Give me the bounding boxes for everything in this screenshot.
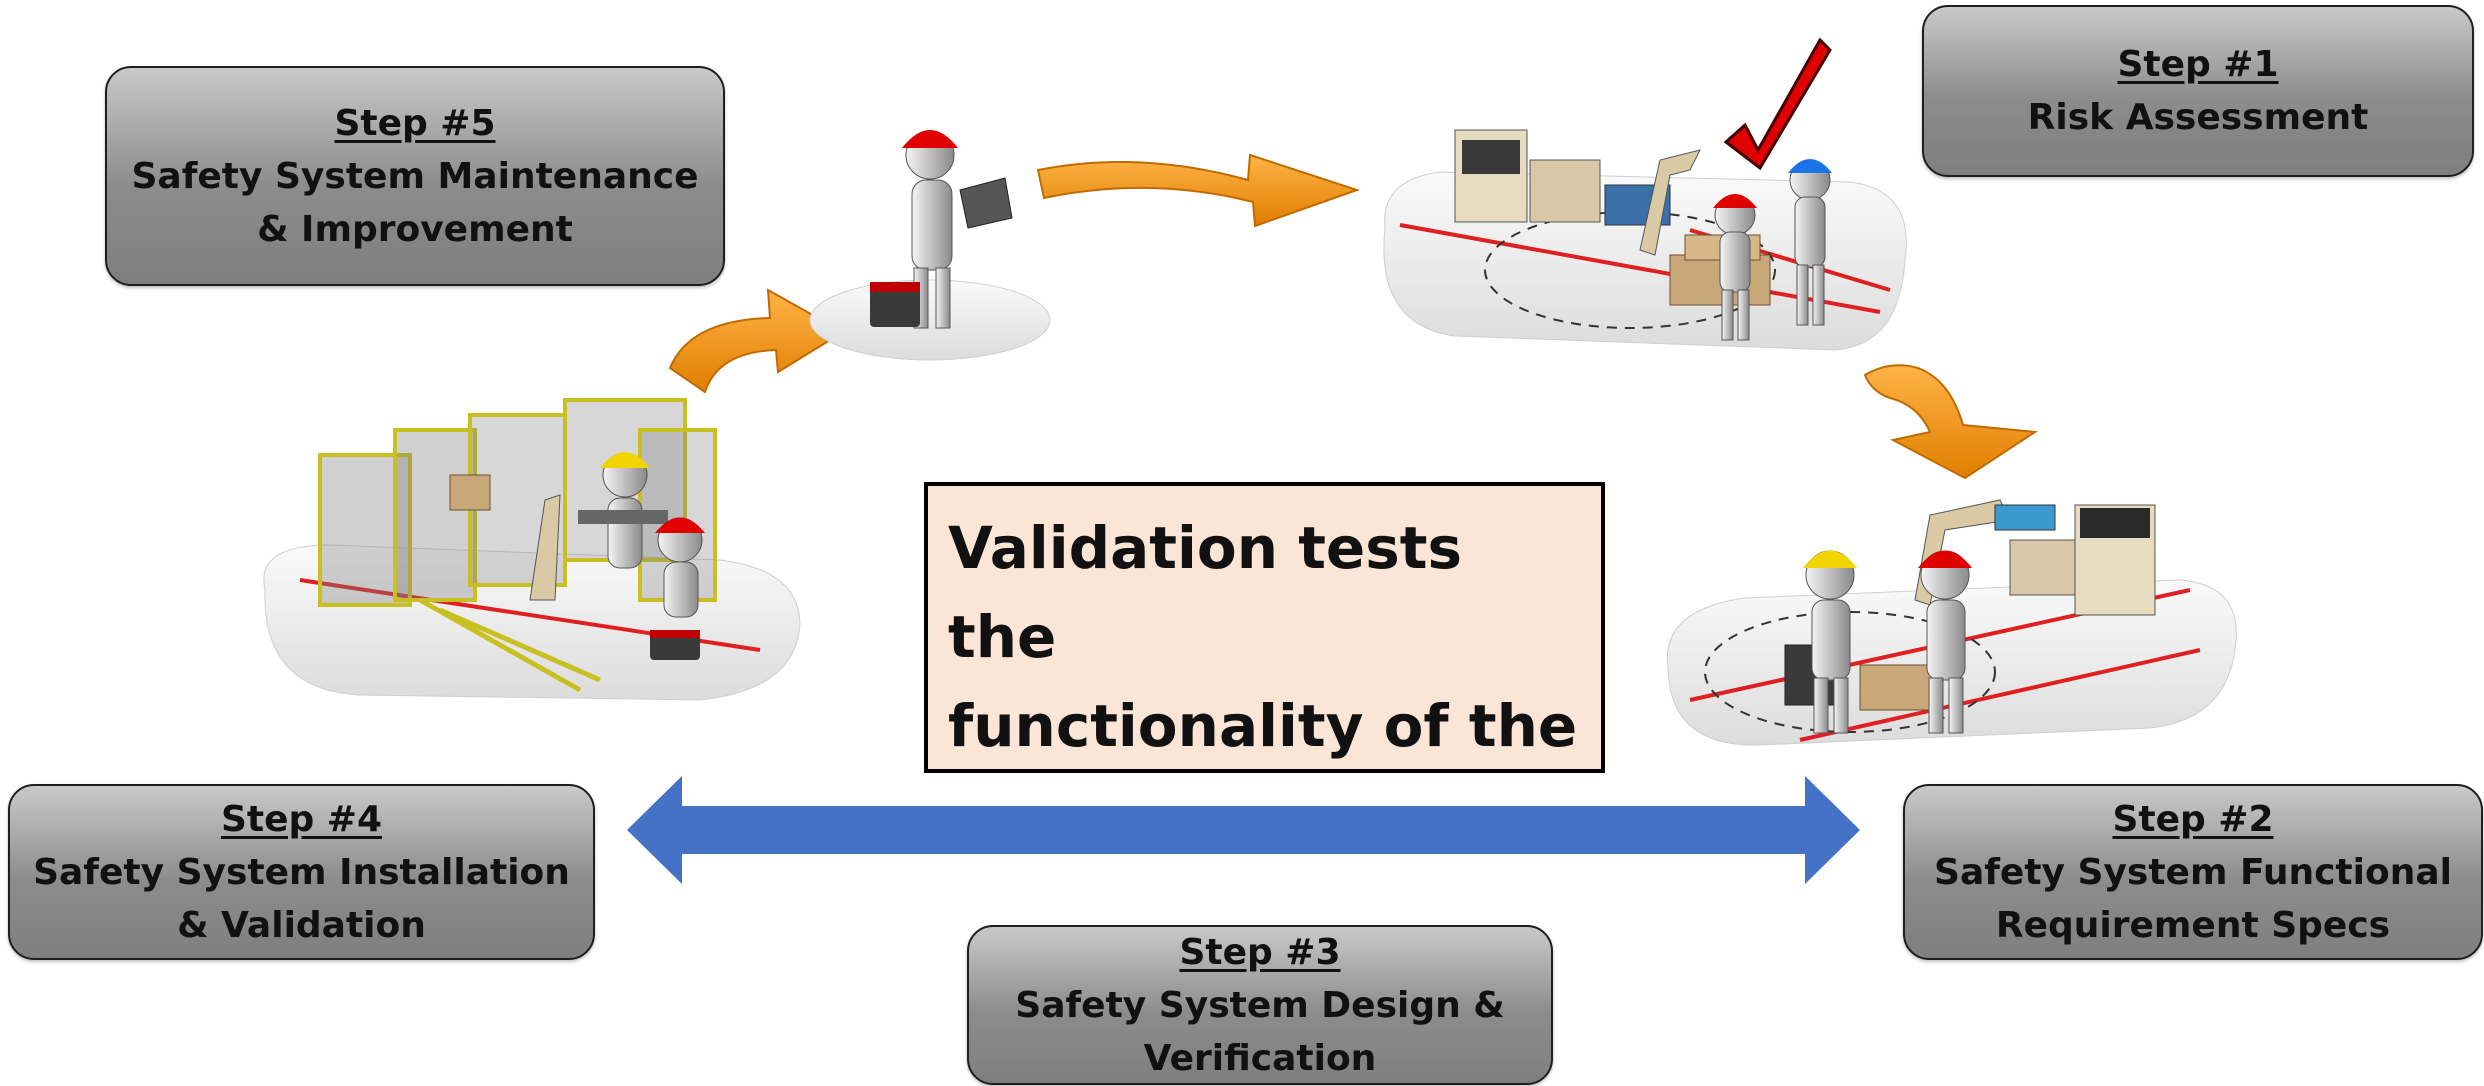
red-checkmark-icon <box>1723 37 1832 171</box>
step4-title: Step #4 <box>220 798 383 840</box>
step4-box: Step #4 Safety System Installation & Val… <box>8 784 595 960</box>
step3-description: Safety System Design & Verification <box>1015 984 1505 1079</box>
step3-box: Step #3 Safety System Design & Verificat… <box>967 925 1553 1085</box>
step2-description: Safety System Functional Requirement Spe… <box>1934 851 2452 946</box>
step5-description: Safety System Maintenance & Improvement <box>131 155 699 250</box>
step1-description: Risk Assessment <box>2027 97 2369 138</box>
step5-title: Step #5 <box>334 102 496 144</box>
step2-title: Step #2 <box>2112 798 2274 840</box>
step2-box: Step #2 Safety System Functional Require… <box>1903 784 2483 960</box>
workcell-illustration-step4 <box>263 398 801 701</box>
blue-double-arrow-icon <box>627 776 1860 884</box>
worker-illustration-step5 <box>809 130 1051 361</box>
validation-callout: Validation tests the functionality of th… <box>924 482 1605 773</box>
step4-description: Safety System Installation & Validation <box>33 851 570 946</box>
step1-box: Step #1 Risk Assessment <box>1922 5 2474 177</box>
workcell-illustration-step2 <box>1666 499 2237 746</box>
orange-curved-arrow-icon <box>1863 364 2038 480</box>
workcell-illustration-step1 <box>1383 37 1907 351</box>
step3-title: Step #3 <box>1179 931 1341 973</box>
step5-box: Step #5 Safety System Maintenance & Impr… <box>105 66 725 286</box>
orange-curved-arrow-icon <box>1036 153 1361 228</box>
orange-curved-arrow-icon <box>668 288 845 394</box>
step1-title: Step #1 <box>2117 44 2279 85</box>
